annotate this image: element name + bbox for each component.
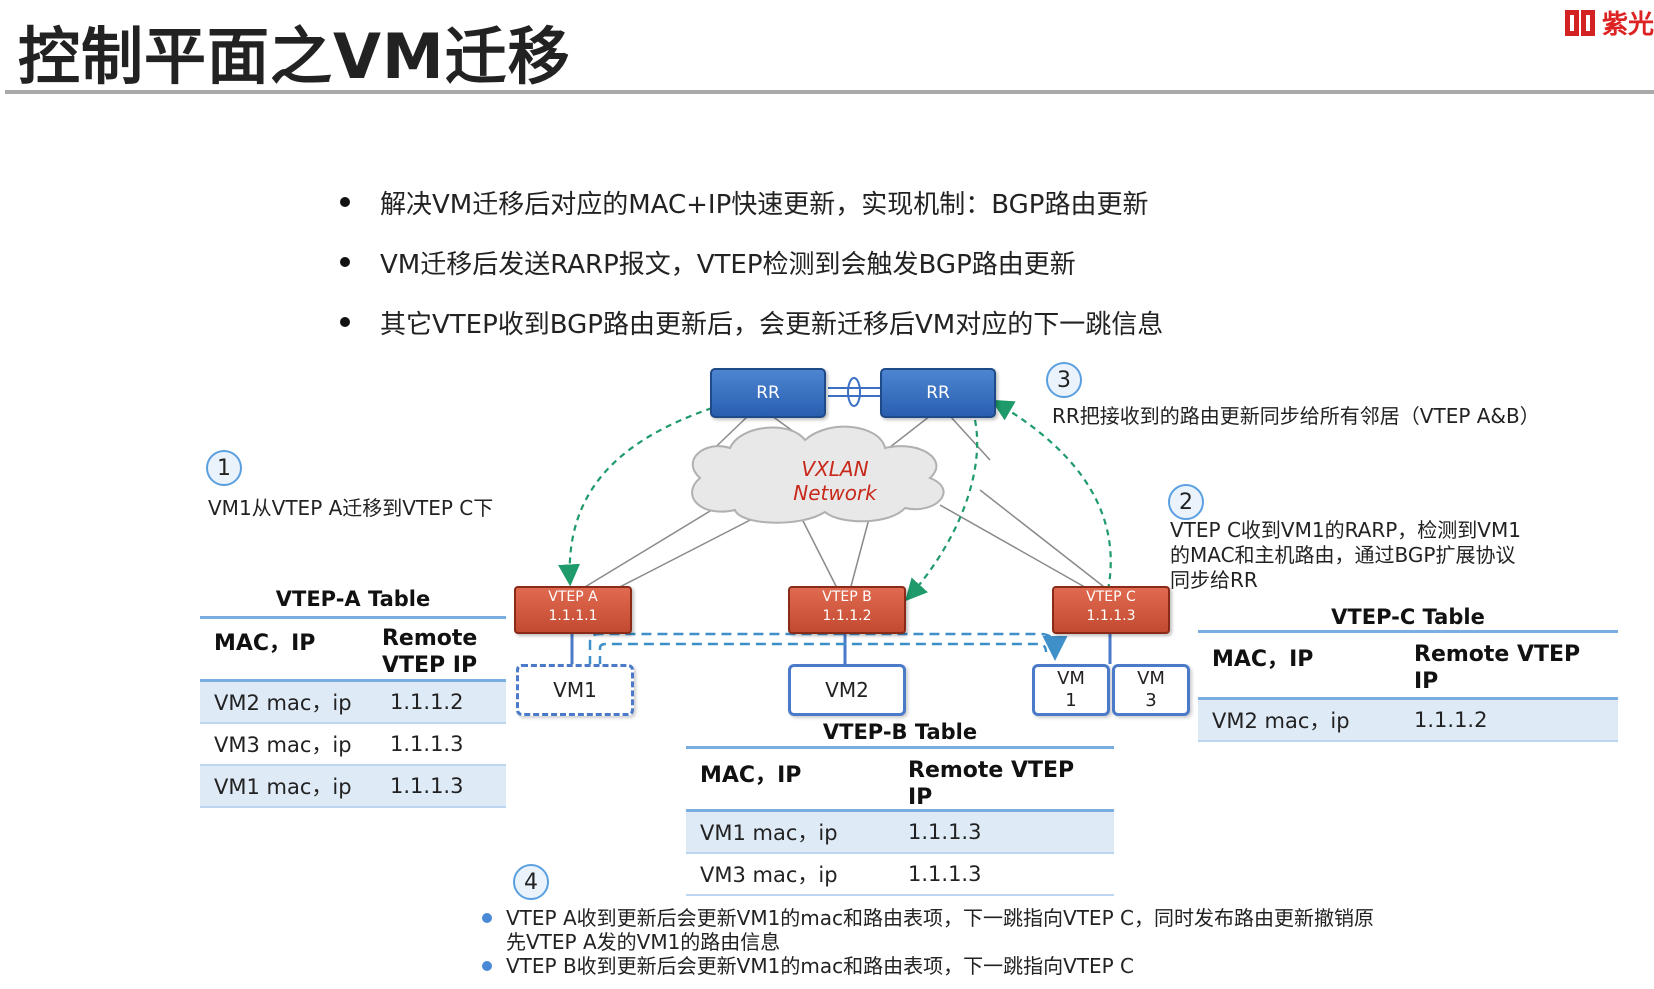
table-cell: VM2 mac，ip	[214, 691, 352, 715]
table-cell: VM1 mac，ip	[214, 775, 352, 799]
footnote-list: VTEP A收到更新后会更新VM1的mac和路由表项，下一跳指向VTEP C，同…	[482, 906, 1374, 978]
table-row: VM1 mac，ip 1.1.1.3	[200, 766, 506, 808]
bullet-item: 解决VM迁移后对应的MAC+IP快速更新，实现机制：BGP路由更新	[340, 172, 1163, 232]
table-cell: VM3 mac，ip	[214, 733, 352, 757]
table-row: VM2 mac，ip 1.1.1.2	[1198, 700, 1618, 742]
vm2-node: VM2	[788, 664, 906, 716]
vtep-name: VTEP C	[1086, 589, 1136, 605]
bgp-update-arrows	[558, 399, 1112, 602]
cloud-label: VXLAN Network	[760, 457, 910, 505]
vtep-a-node: VTEP A 1.1.1.1	[514, 586, 632, 634]
bullet-item: VM迁移后发送RARP报文，VTEP检测到会触发BGP路由更新	[340, 232, 1163, 292]
step-2-marker: 2	[1168, 484, 1204, 520]
vtep-ip: 1.1.1.3	[1086, 608, 1136, 624]
step-3-note: RR把接收到的路由更新同步给所有邻居（VTEP A&B）	[1052, 404, 1540, 428]
footnote-line: 先VTEP A发的VM1的路由信息	[506, 930, 781, 954]
table-cell: VM1 mac，ip	[700, 821, 838, 845]
cloud-label-line: VXLAN	[801, 457, 869, 481]
brand-logo: 紫光	[1562, 4, 1654, 41]
logo-text: 紫光	[1602, 10, 1654, 40]
bullet-text: 其它VTEP收到BGP路由更新后，会更新迁移后VM对应的下一跳信息	[380, 309, 1164, 340]
table-header: MAC，IP	[700, 763, 802, 788]
step-1-marker: 1	[206, 450, 242, 486]
page-title: 控制平面之VM迁移	[18, 20, 571, 93]
note-line: 的MAC和主机路由，通过BGP扩展协议	[1170, 543, 1516, 567]
cloud-label-line: Network	[793, 481, 877, 505]
table-cell: 1.1.1.2	[1414, 708, 1488, 732]
table-row: VM2 mac，ip 1.1.1.2	[200, 682, 506, 724]
vtep-ip: 1.1.1.1	[548, 608, 598, 624]
table-caption: VTEP-A Table	[275, 587, 431, 611]
migration-path	[588, 632, 1068, 666]
table-header: MAC，IP	[1212, 647, 1314, 672]
table-row: VM1 mac，ip 1.1.1.3	[686, 812, 1114, 854]
footnote-line: VTEP B收到更新后会更新VM1的mac和路由表项，下一跳指向VTEP C	[506, 954, 1134, 978]
table-header: MAC，IP	[214, 631, 316, 656]
table-cell: 1.1.1.3	[908, 820, 982, 844]
vtep-ip: 1.1.1.2	[822, 608, 872, 624]
vm1-old-node: VM1	[516, 664, 634, 716]
vtep-a-table: VTEP-A Table MAC，IP Remote VTEP IP VM2 m…	[200, 584, 506, 808]
table-cell: 1.1.1.2	[390, 690, 464, 714]
vm-stubs	[570, 634, 1112, 664]
table-row: VM3 mac，ip 1.1.1.3	[686, 854, 1114, 896]
table-row: VM3 mac，ip 1.1.1.3	[200, 724, 506, 766]
table-caption: VTEP-C Table	[1331, 605, 1485, 629]
rr-peer-link	[828, 377, 880, 407]
rr-node-left: RR	[710, 368, 826, 418]
step-2-note: VTEP C收到VM1的RARP，检测到VM1 的MAC和主机路由，通过BGP扩…	[1170, 518, 1521, 593]
vm-label: VM	[1137, 668, 1165, 689]
footnote-line: VTEP A收到更新后会更新VM1的mac和路由表项，下一跳指向VTEP C，同…	[506, 906, 1374, 930]
vm-label: VM	[1057, 668, 1085, 689]
note-line: 同步给RR	[1170, 568, 1258, 592]
table-header: Remote VTEP IP	[908, 758, 1075, 810]
table-cell: 1.1.1.3	[390, 732, 464, 756]
step-1-note: VM1从VTEP A迁移到VTEP C下	[208, 496, 494, 520]
title-divider	[5, 90, 1654, 94]
vtep-b-node: VTEP B 1.1.1.2	[788, 586, 906, 634]
vxlan-cloud	[691, 425, 945, 524]
vm-label: 1	[1065, 690, 1077, 711]
bullet-text: VM迁移后发送RARP报文，VTEP检测到会触发BGP路由更新	[380, 249, 1076, 280]
table-cell: 1.1.1.3	[390, 774, 464, 798]
bullet-list: 解决VM迁移后对应的MAC+IP快速更新，实现机制：BGP路由更新 VM迁移后发…	[340, 172, 1163, 352]
table-header: Remote VTEP IP	[1414, 642, 1581, 694]
table-header: Remote VTEP IP	[381, 626, 478, 678]
rr-node-right: RR	[880, 368, 996, 418]
table-cell: 1.1.1.3	[908, 862, 982, 886]
footnote-item: VTEP B收到更新后会更新VM1的mac和路由表项，下一跳指向VTEP C	[482, 954, 1374, 978]
table-cell: VM3 mac，ip	[700, 863, 838, 887]
vm-label: 3	[1145, 690, 1157, 711]
note-line: VTEP C收到VM1的RARP，检测到VM1	[1170, 518, 1521, 542]
vtep-c-node: VTEP C 1.1.1.3	[1052, 586, 1170, 634]
bullet-item: 其它VTEP收到BGP路由更新后，会更新迁移后VM对应的下一跳信息	[340, 292, 1163, 352]
step-3-marker: 3	[1046, 362, 1082, 398]
vtep-name: VTEP B	[822, 589, 872, 605]
table-caption: VTEP-B Table	[822, 720, 978, 744]
vtep-name: VTEP A	[548, 589, 598, 605]
logo-icon	[1565, 9, 1595, 36]
table-cell: VM2 mac，ip	[1212, 709, 1350, 733]
vtep-uplinks	[579, 489, 1109, 593]
footnote-item: VTEP A收到更新后会更新VM1的mac和路由表项，下一跳指向VTEP C，同…	[482, 906, 1374, 954]
step-4-marker: 4	[513, 864, 549, 900]
bullet-text: 解决VM迁移后对应的MAC+IP快速更新，实现机制：BGP路由更新	[380, 189, 1149, 220]
vtep-c-table: VTEP-C Table MAC，IP Remote VTEP IP VM2 m…	[1198, 604, 1618, 742]
vtep-b-table: VTEP-B Table MAC，IP Remote VTEP IP VM1 m…	[686, 718, 1114, 896]
